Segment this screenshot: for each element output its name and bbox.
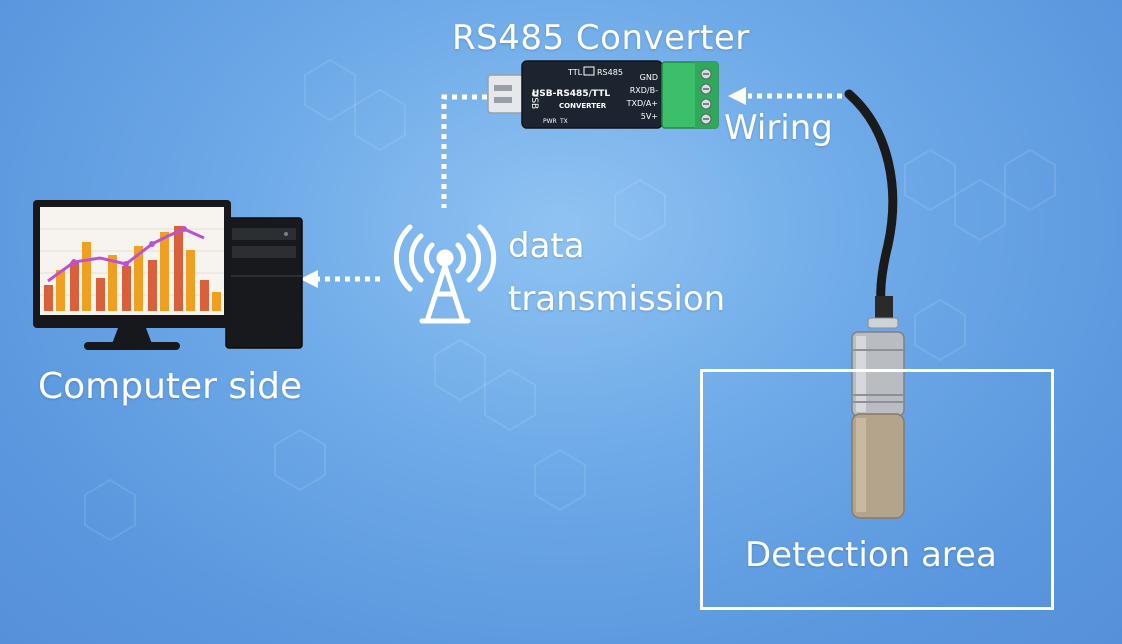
sensor-cable	[844, 89, 898, 325]
detection-area-box	[700, 369, 1054, 610]
arrow-heads	[300, 87, 746, 288]
data-label: data	[508, 226, 585, 266]
arrow-left-icon	[728, 87, 746, 105]
rs485-converter-device: USB TTL RS485 USB-RS485/TTL CONVERTER PW…	[487, 60, 719, 129]
hexagon-background-pattern	[84, 58, 1056, 542]
pin-label-txd: TXD/A+	[626, 99, 658, 108]
detection-area-label: Detection area	[745, 535, 997, 575]
sensor-clip	[867, 317, 899, 329]
transmission-label: transmission	[508, 279, 726, 319]
converter-text-pwr: PWR	[543, 118, 557, 125]
converter-text-usb: USB	[529, 91, 539, 109]
converter-text-tx: TX	[559, 118, 568, 125]
pin-label-rxd: RXD/B-	[630, 86, 658, 95]
screen-bar-chart	[44, 226, 221, 311]
pin-label-gnd: GND	[640, 73, 658, 82]
wiring-label: Wiring	[724, 108, 833, 148]
usb-plug	[487, 74, 525, 114]
desktop-computer-icon	[33, 200, 303, 350]
connector-lines	[318, 93, 842, 282]
converter-title: RS485 Converter	[452, 18, 750, 58]
computer-side-label: Computer side	[38, 366, 303, 407]
sensor-probe-icon	[844, 89, 905, 519]
monitor-stand	[112, 328, 152, 344]
pin-label-5v: 5V+	[641, 112, 658, 121]
antenna-broadcast-icon	[393, 224, 497, 324]
converter-text-main: USB-RS485/TTL	[532, 89, 610, 99]
converter-text-rs485: RS485	[597, 68, 623, 77]
converter-text-sub: CONVERTER	[559, 102, 607, 110]
usb-to-antenna-line	[441, 94, 487, 208]
converter-text-ttl: TTL	[567, 68, 583, 77]
arrow-left-icon	[300, 270, 318, 288]
